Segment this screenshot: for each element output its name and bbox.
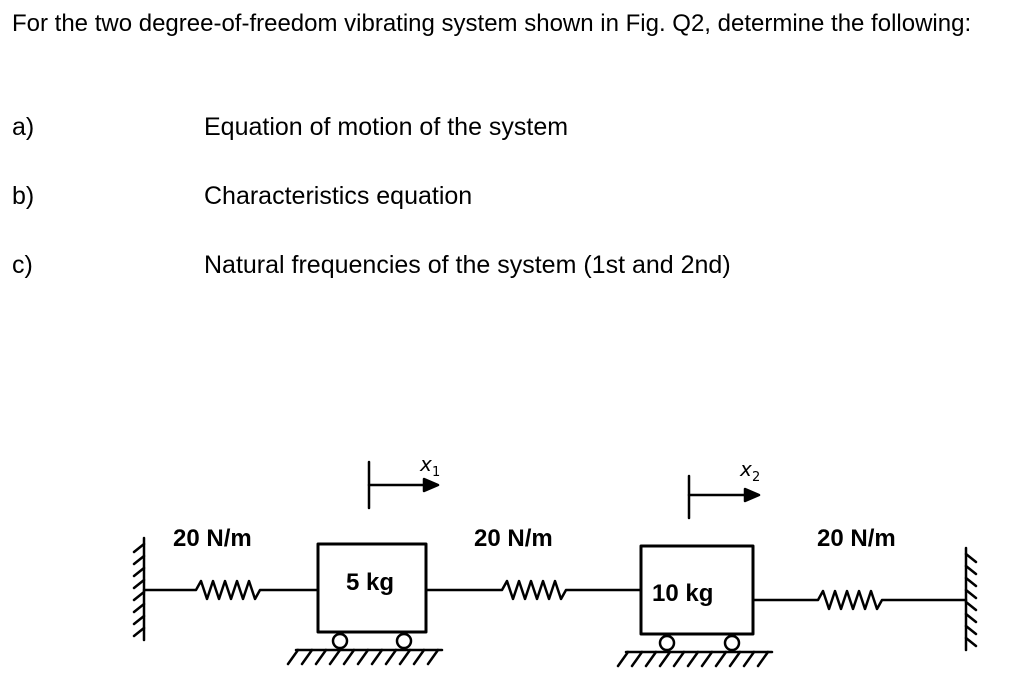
ground-2: [616, 650, 774, 668]
ground-1: [286, 648, 444, 666]
displacement-arrow-1: [367, 460, 440, 510]
mass-2-block: [639, 544, 755, 652]
displacement-1-subscript: 1: [432, 465, 440, 480]
mass-1-label: 5 kg: [346, 569, 394, 596]
right-wall: [964, 546, 978, 652]
spring-left-label: 20 N/m: [173, 525, 252, 552]
item-text-a: Equation of motion of the system: [204, 113, 569, 141]
displacement-arrow-2: [687, 474, 761, 520]
displacement-2-label: x: [739, 457, 752, 481]
item-text-c: Natural frequencies of the system (1st a…: [204, 251, 731, 279]
spring-right: [751, 589, 968, 611]
item-letter-c: c): [12, 251, 33, 279]
item-text-b: Characteristics equation: [204, 182, 473, 210]
mass-2-label: 10 kg: [652, 580, 713, 607]
left-wall: [132, 536, 146, 642]
spring-middle-label: 20 N/m: [474, 525, 553, 552]
mass-1-block: [316, 542, 428, 650]
item-letter-b: b): [12, 182, 35, 210]
spring-left: [142, 579, 320, 601]
spring-right-label: 20 N/m: [817, 525, 896, 552]
displacement-1-label: x: [419, 452, 432, 476]
item-letter-a: a): [12, 113, 35, 141]
question-intro: For the two degree-of-freedom vibrating …: [12, 10, 972, 37]
spring-middle: [424, 579, 643, 601]
displacement-2-subscript: 2: [752, 470, 760, 485]
